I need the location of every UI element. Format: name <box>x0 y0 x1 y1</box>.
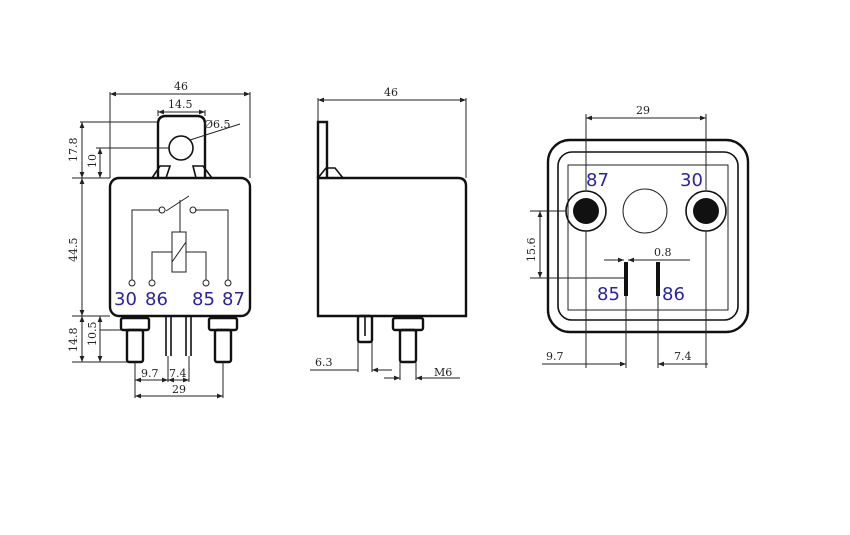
dim-side-width: 46 <box>384 86 398 99</box>
dim-stud-spacing-front: 29 <box>172 383 186 396</box>
coil-pin-85 <box>624 262 628 296</box>
mounting-hole <box>168 135 194 161</box>
pin-label-30: 30 <box>114 289 137 310</box>
dim-pin-offset-left: 9.7 <box>546 350 564 363</box>
stud-hole-87 <box>573 198 599 224</box>
mounting-tab <box>156 114 207 178</box>
relay-body-front <box>108 176 252 318</box>
side-tab <box>316 120 329 178</box>
dim-pin-offset-right: 7.4 <box>674 350 692 363</box>
side-view: 46 6.3 M6 <box>310 86 468 381</box>
stud-hole-30 <box>693 198 719 224</box>
pin-label-85-bottom: 85 <box>597 284 620 305</box>
bottom-outer-shell <box>546 138 750 334</box>
bottom-view: 87 30 85 86 29 15.6 0.8 9.7 7.4 <box>525 104 750 368</box>
center-boss <box>622 188 668 234</box>
dim-stud-height: 10.5 <box>86 322 99 347</box>
dim-body-height: 44.5 <box>67 238 80 263</box>
pin-label-85: 85 <box>192 289 215 310</box>
dim-width-46: 46 <box>174 80 188 93</box>
dim-hole-height: 10 <box>86 154 99 168</box>
pin-label-86: 86 <box>145 289 168 310</box>
dim-thread: M6 <box>434 366 452 379</box>
internal-schematic <box>128 195 232 287</box>
dim-pin-thickness: 0.8 <box>654 246 672 259</box>
pin-label-87: 87 <box>222 289 245 310</box>
dim-pin-offset-b: 7.4 <box>169 367 187 380</box>
side-stud <box>398 328 418 364</box>
relay-body-side <box>316 176 468 318</box>
coil-pin-86 <box>656 262 660 296</box>
dim-pin-height: 15.6 <box>525 238 538 263</box>
bottom-inner-shell <box>557 151 739 321</box>
terminals-front <box>119 316 239 364</box>
dim-pin-offset-a: 9.7 <box>141 367 159 380</box>
dim-hole-diameter: Ø6.5 <box>204 118 231 131</box>
pin-label-30-bottom: 30 <box>680 170 703 191</box>
front-dimensions: 46 14.5 Ø6.5 17.8 10 44.5 14.8 10.5 <box>67 80 251 399</box>
bottom-recess <box>567 164 729 311</box>
pin-label-87-bottom: 87 <box>586 170 609 191</box>
front-view: 30 86 85 87 46 14.5 Ø6.5 <box>67 80 252 399</box>
dim-bottom-stud-spacing: 29 <box>636 104 650 117</box>
dim-tab-offset: 6.3 <box>315 356 333 369</box>
dim-tab-height: 17.8 <box>67 138 80 163</box>
dim-tab-width: 14.5 <box>168 98 193 111</box>
dim-terminal-height: 14.8 <box>67 328 80 353</box>
side-stud-base <box>391 316 425 332</box>
pin-label-86-bottom: 86 <box>662 284 685 305</box>
